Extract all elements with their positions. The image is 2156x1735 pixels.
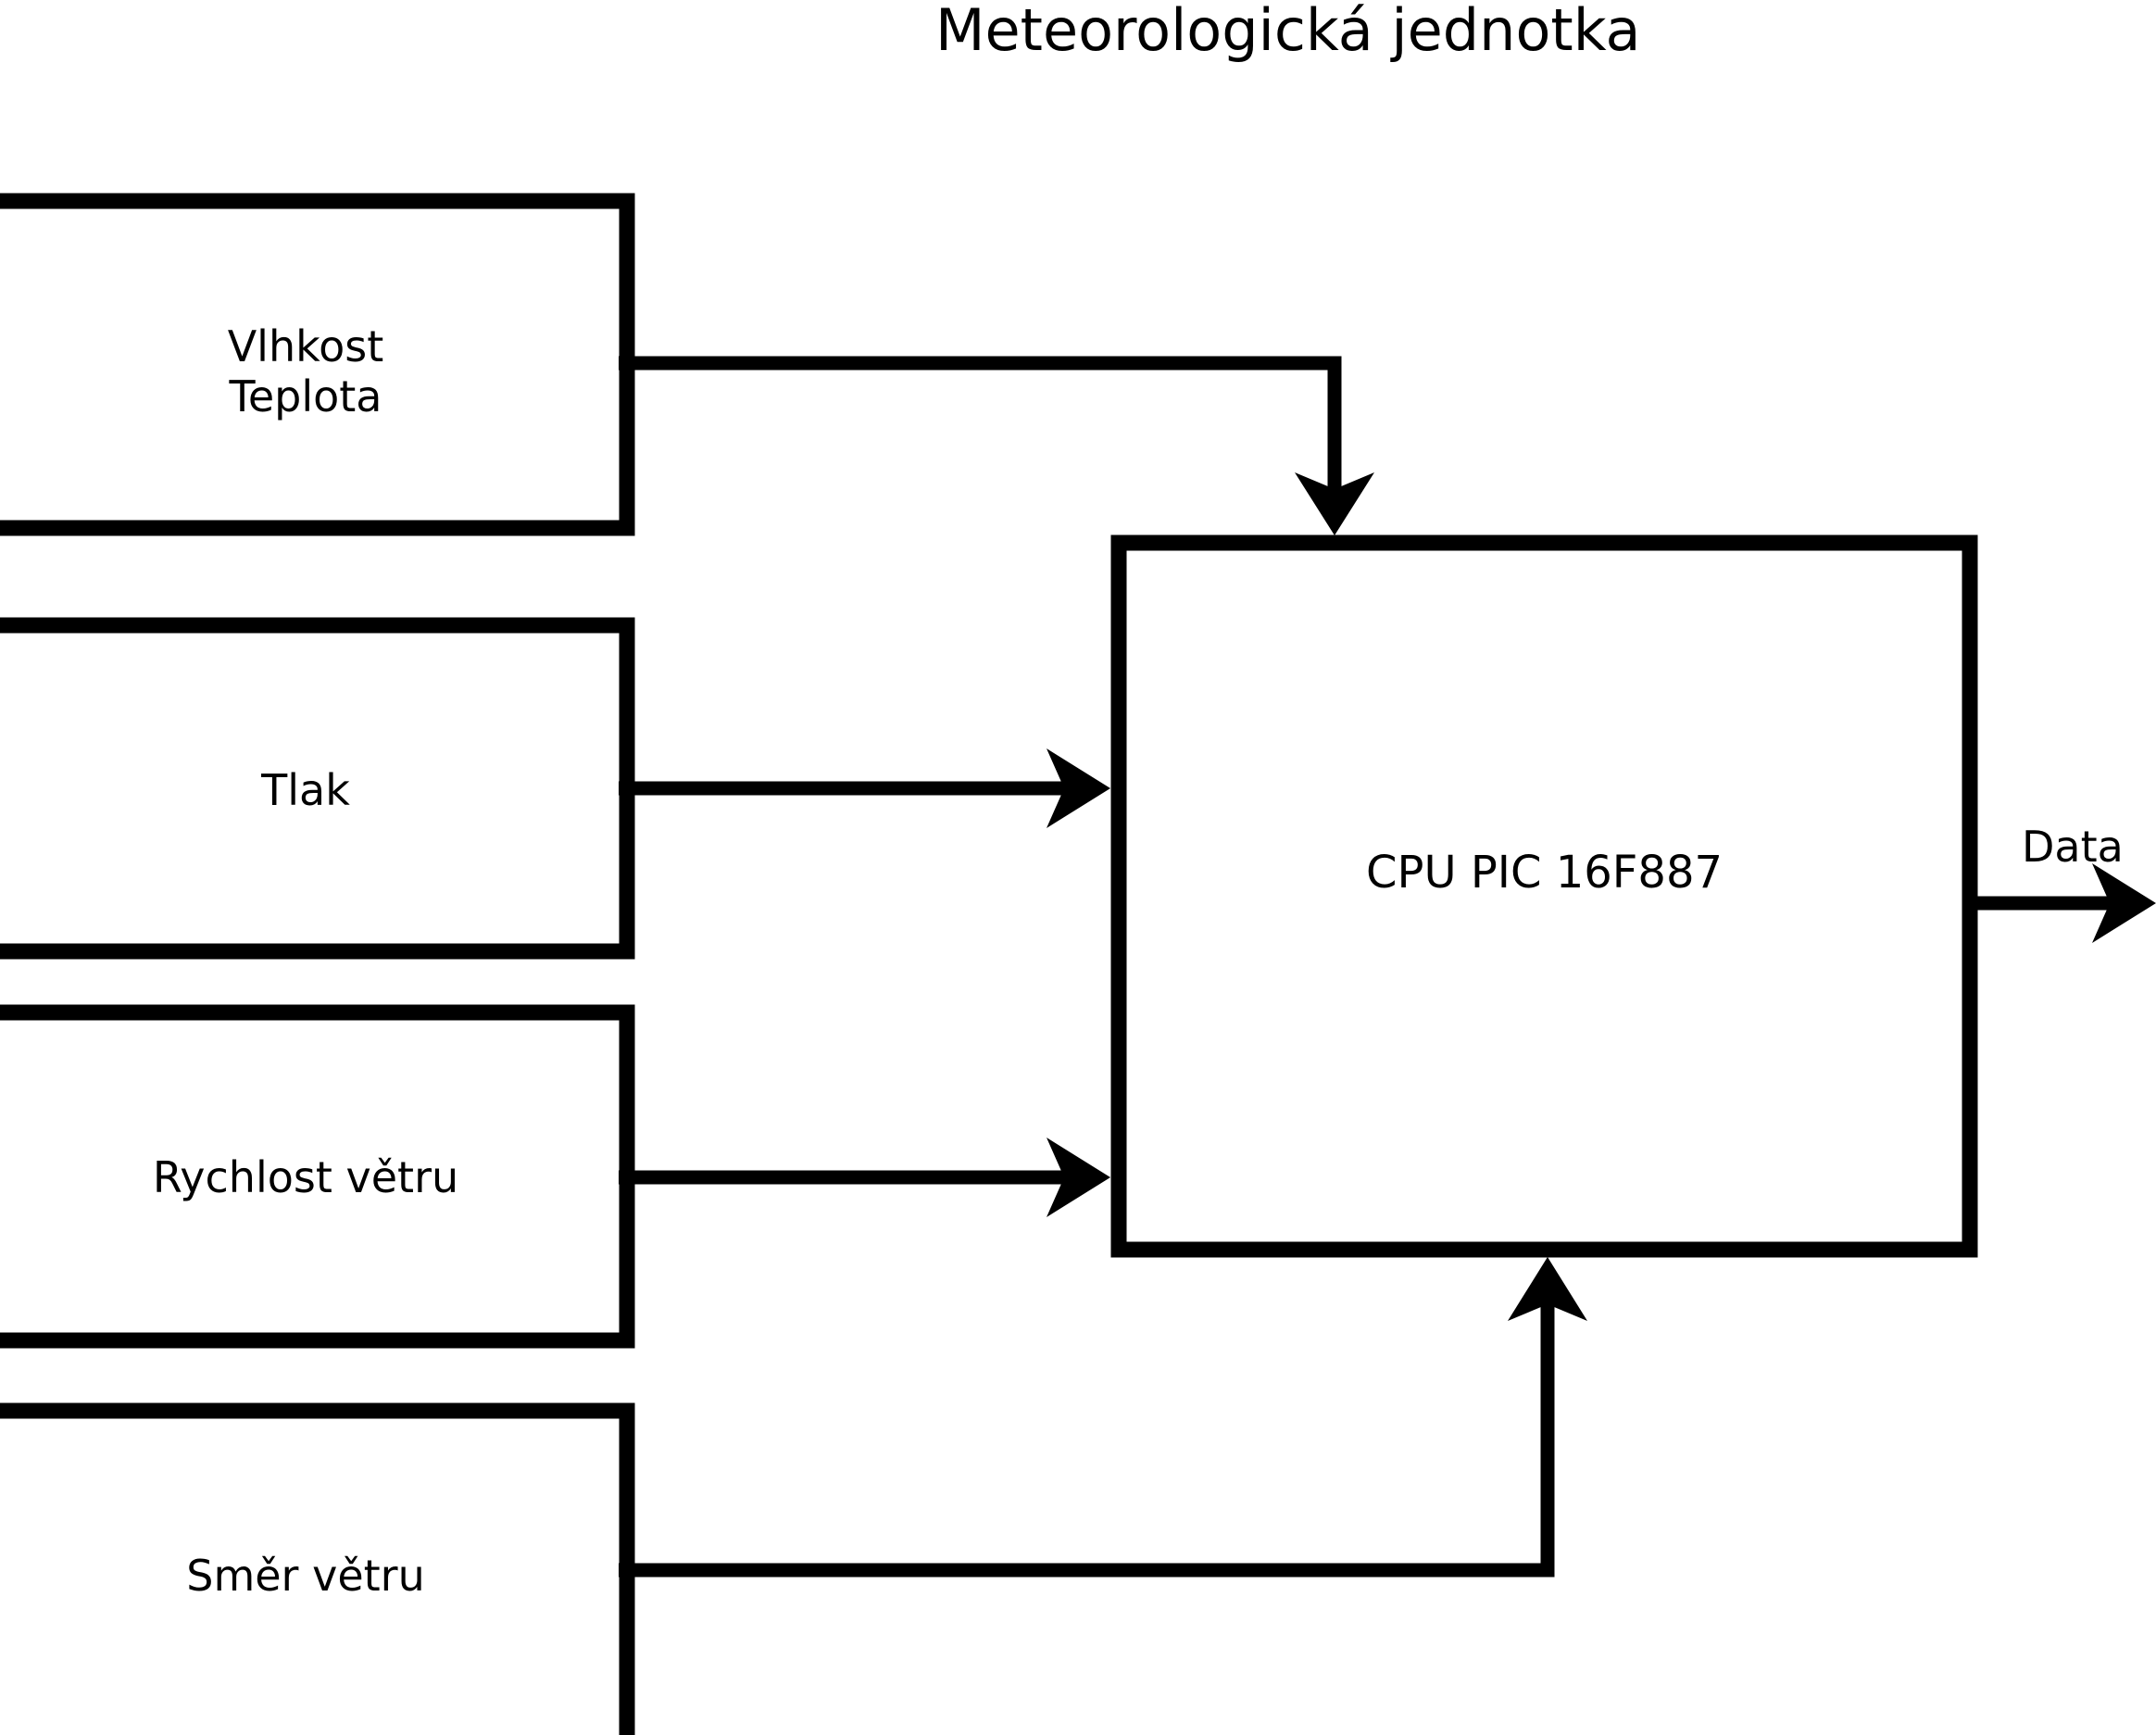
block-cpu[interactable] xyxy=(1110,534,1978,1258)
connector-humidity-to-cpu xyxy=(619,356,1374,535)
block-wind-speed[interactable] xyxy=(0,1004,635,1349)
connector-wind-direction-to-cpu xyxy=(619,1257,1587,1578)
block-pressure[interactable] xyxy=(0,617,635,960)
block-wind-direction[interactable] xyxy=(0,1402,635,1735)
connector-cpu-to-output xyxy=(1970,863,2156,943)
connector-pressure-to-cpu xyxy=(619,748,1110,828)
connector-wind-speed-to-cpu xyxy=(619,1138,1110,1217)
block-humidity-temperature[interactable] xyxy=(0,193,635,536)
